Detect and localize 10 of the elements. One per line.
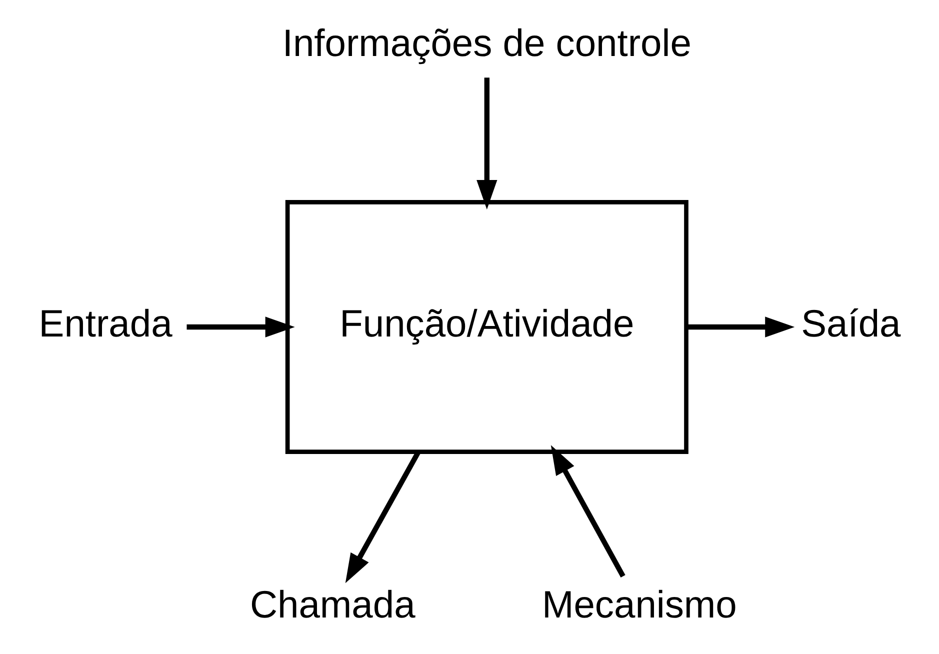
arrow — [686, 316, 794, 338]
node-text: Entrada — [38, 302, 172, 346]
arrow — [550, 445, 625, 578]
node-box: Função/Atividade — [284, 200, 688, 454]
node-text: Mecanismo — [541, 584, 736, 627]
arrow — [476, 78, 497, 210]
node-text: Saída — [800, 302, 900, 346]
node-text: Chamada — [249, 584, 415, 627]
node-text: Informações de controle — [282, 22, 691, 65]
arrow — [186, 316, 294, 338]
